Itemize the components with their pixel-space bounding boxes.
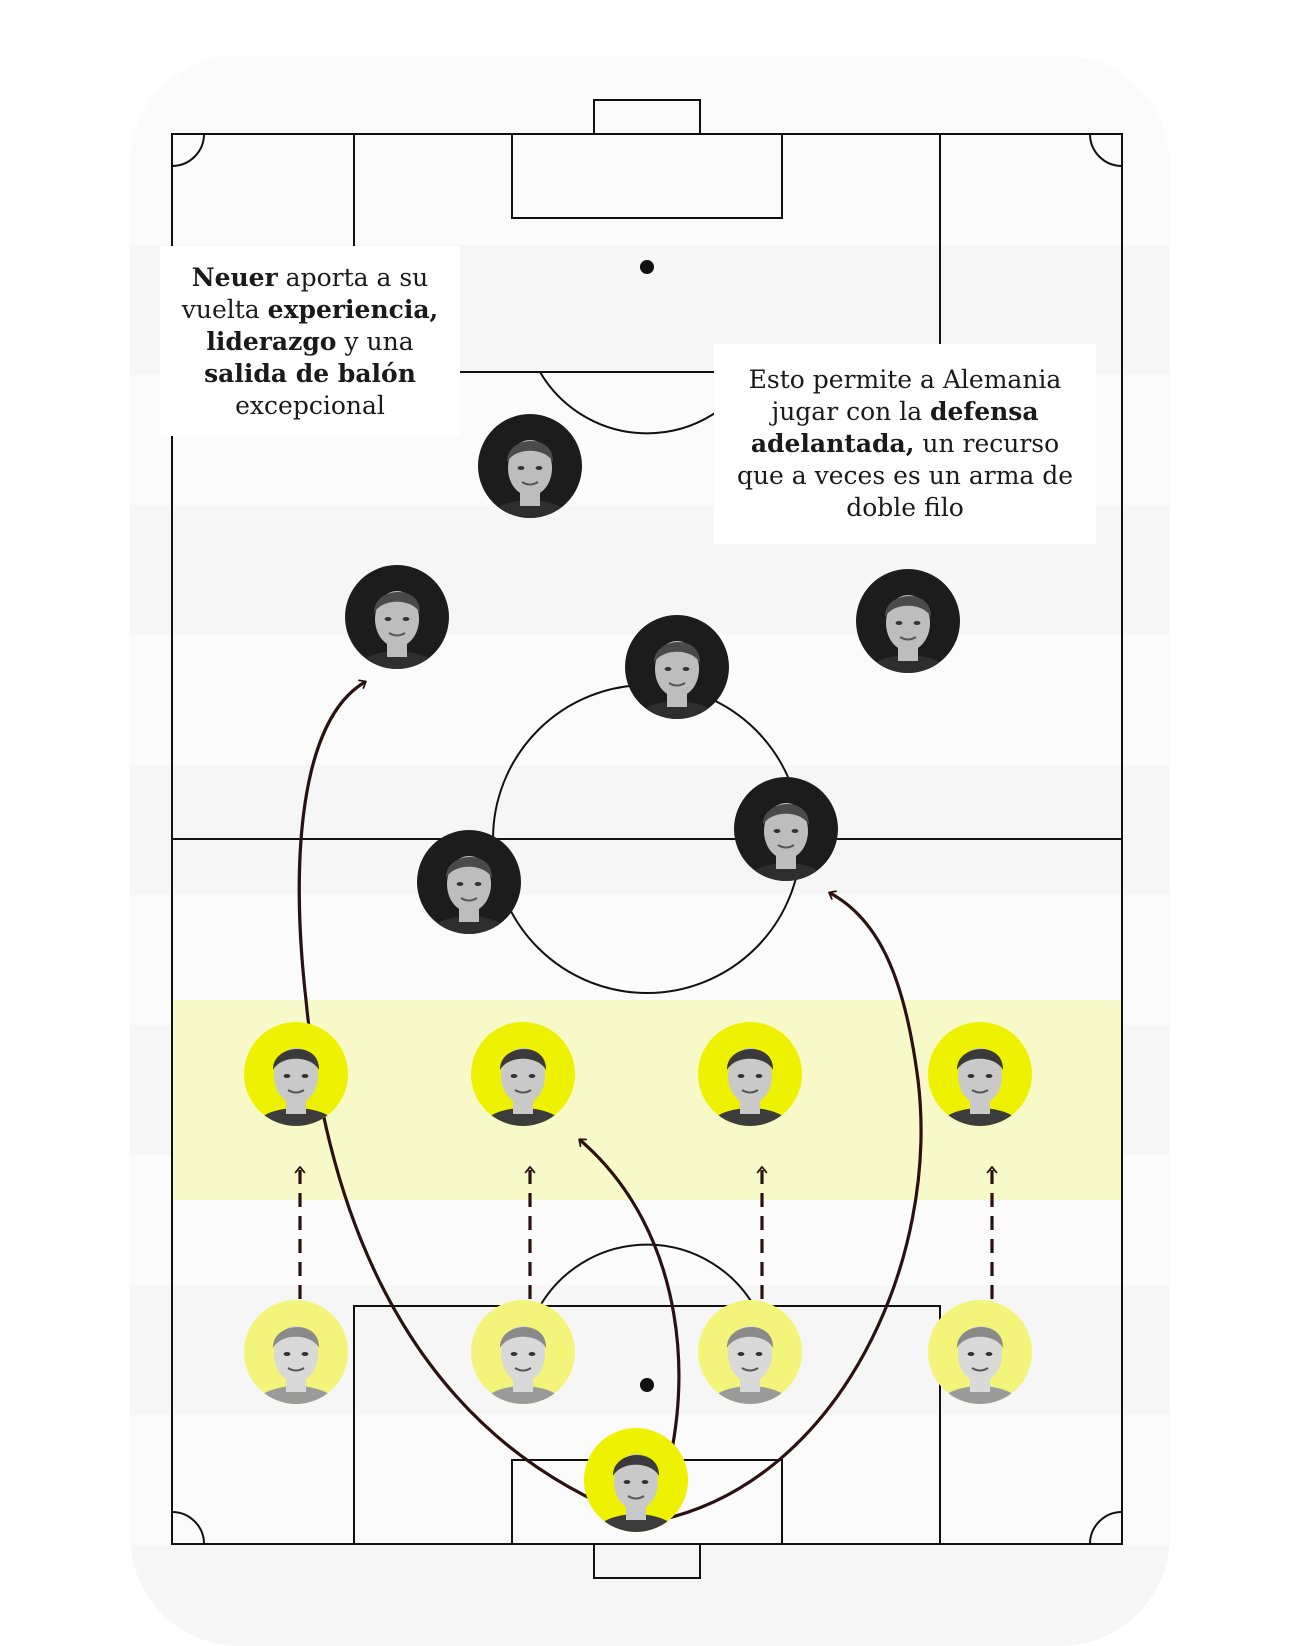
player-portrait bbox=[486, 440, 574, 518]
bottom-penalty-spot bbox=[640, 1378, 654, 1392]
player-avatar-goalkeeper bbox=[584, 1428, 688, 1532]
bottom-penalty-arc bbox=[539, 1243, 755, 1307]
player-avatar-defender-original-4 bbox=[928, 1300, 1032, 1404]
player-portrait bbox=[706, 1048, 794, 1126]
annotation-defense: Esto permite a Alemania jugar con la def… bbox=[714, 344, 1096, 544]
corner-arc-bl bbox=[171, 1511, 205, 1545]
player-portrait bbox=[252, 1326, 340, 1404]
player-portrait bbox=[633, 641, 721, 719]
player-avatar-defender-original-1 bbox=[244, 1300, 348, 1404]
player-avatar-defender-advanced-4 bbox=[928, 1022, 1032, 1126]
player-portrait bbox=[479, 1048, 567, 1126]
player-portrait bbox=[353, 591, 441, 669]
pitch-stripe bbox=[130, 505, 1170, 635]
top-penalty-spot bbox=[640, 260, 654, 274]
player-portrait bbox=[936, 1048, 1024, 1126]
pass-arrow-right-long bbox=[659, 890, 923, 1522]
annotation-text-1: aporta a su vuelta bbox=[181, 263, 429, 324]
annotation-text-4: salida de balón bbox=[204, 359, 416, 388]
players-layer bbox=[244, 414, 1032, 1532]
top-goal bbox=[593, 99, 701, 135]
player-portrait bbox=[425, 856, 513, 934]
annotation-text-2: un recurso que a veces es un arma de dob… bbox=[736, 429, 1074, 522]
player-avatar-attacker-1 bbox=[478, 414, 582, 518]
corner-arc-tl bbox=[171, 133, 205, 167]
player-portrait bbox=[592, 1454, 680, 1532]
pitch-stripe bbox=[130, 765, 1170, 895]
corner-arc-tr bbox=[1089, 133, 1123, 167]
annotation-text-1: defensa adelantada, bbox=[750, 397, 1039, 458]
annotation-text-5: excepcional bbox=[235, 391, 385, 420]
player-portrait bbox=[864, 595, 952, 673]
player-avatar-attacker-3 bbox=[856, 569, 960, 673]
player-avatar-defender-advanced-3 bbox=[698, 1022, 802, 1126]
pitch-stripe bbox=[130, 1285, 1170, 1415]
annotation-neuer: Neuer aporta a su vuelta experiencia, li… bbox=[160, 246, 460, 436]
defense-push-arrows bbox=[294, 1166, 998, 1322]
pitch-stripe bbox=[130, 1545, 1170, 1646]
player-avatar-defender-original-3 bbox=[698, 1300, 802, 1404]
player-portrait bbox=[252, 1048, 340, 1126]
player-portrait bbox=[742, 803, 830, 881]
player-avatar-attacker-6 bbox=[417, 830, 521, 934]
annotation-text-3: y una bbox=[336, 327, 414, 356]
player-avatar-attacker-5 bbox=[734, 777, 838, 881]
player-avatar-attacker-2 bbox=[345, 565, 449, 669]
annotation-text-2: experiencia, liderazgo bbox=[206, 295, 439, 356]
player-portrait bbox=[479, 1326, 567, 1404]
player-avatar-defender-advanced-1 bbox=[244, 1022, 348, 1126]
player-portrait bbox=[936, 1326, 1024, 1404]
annotation-text-0: Esto permite a Alemania jugar con la bbox=[748, 365, 1062, 426]
player-avatar-defender-advanced-2 bbox=[471, 1022, 575, 1126]
player-avatar-attacker-4 bbox=[625, 615, 729, 719]
player-avatar-defender-original-2 bbox=[471, 1300, 575, 1404]
player-portrait bbox=[706, 1326, 794, 1404]
annotation-text-0: Neuer bbox=[191, 263, 278, 292]
bottom-goal bbox=[593, 1543, 701, 1579]
corner-arc-br bbox=[1089, 1511, 1123, 1545]
